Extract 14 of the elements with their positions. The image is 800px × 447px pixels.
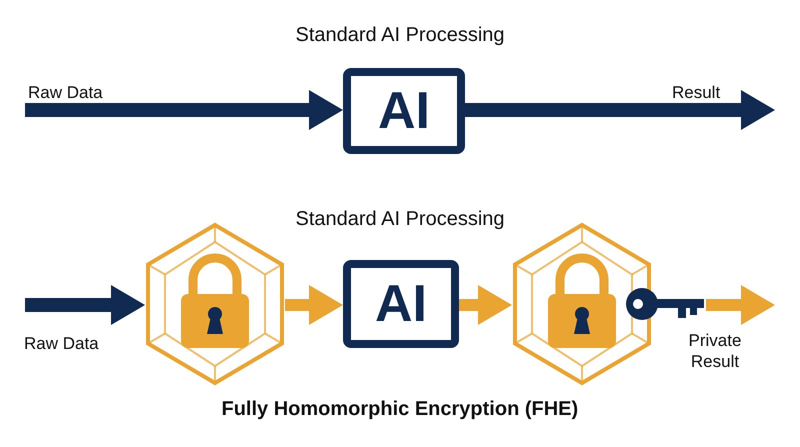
locked-cube-drawing (512, 222, 652, 386)
arrow (706, 285, 775, 325)
process-box: AI (343, 68, 465, 154)
arrow (25, 90, 343, 130)
caption-text: Fully Homomorphic Encryption (FHE) (222, 398, 578, 421)
arrow (25, 285, 145, 325)
heading-text: Standard AI Processing (296, 24, 505, 47)
process-box: AI (343, 260, 459, 348)
arrow (459, 285, 512, 325)
locked-cube-drawing (145, 222, 285, 386)
arrow (465, 90, 775, 130)
key-icon (624, 286, 706, 322)
arrow (285, 285, 343, 325)
heading-text: Standard AI Processing (296, 208, 505, 231)
